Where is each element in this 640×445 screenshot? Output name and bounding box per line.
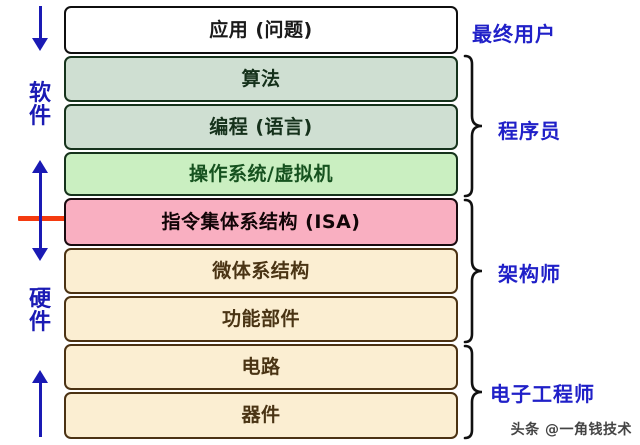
layer-programming[interactable]: 编程 (语言) — [64, 104, 458, 150]
layer-programming-label: 编程 (语言) — [209, 115, 313, 138]
layer-algorithm[interactable]: 算法 — [64, 56, 458, 102]
hardware-down-arrow-head — [32, 248, 48, 261]
hardware-down-arrow-shaft — [38, 210, 42, 250]
layer-device-label: 器件 — [241, 404, 281, 426]
hardware-label: 硬件 — [28, 287, 51, 336]
layer-circuit-label: 电路 — [241, 355, 281, 378]
hardware-up-arrow-shaft — [38, 382, 42, 437]
software-up-arrow-head — [32, 160, 48, 173]
layer-os-vm[interactable]: 操作系统/虚拟机 — [64, 152, 458, 196]
software-label: 软件 — [28, 81, 51, 130]
layer-isa[interactable]: 指令集体系结构 (ISA) — [64, 198, 458, 246]
layer-application[interactable]: 应用 (问题) — [64, 6, 458, 54]
layer-microarchitecture[interactable]: 微体系结构 — [64, 248, 458, 294]
layer-circuit[interactable]: 电路 — [64, 344, 458, 390]
hardware-up-arrow-head — [32, 370, 48, 383]
role-label-architect: 架构师 — [498, 262, 561, 286]
role-label-electronic-engineer: 电子工程师 — [490, 382, 595, 406]
layer-device[interactable]: 器件 — [64, 392, 458, 439]
layer-os-vm-label: 操作系统/虚拟机 — [189, 162, 333, 185]
layer-application-label: 应用 (问题) — [209, 18, 313, 41]
layer-algorithm-label: 算法 — [241, 67, 281, 90]
software-down-arrow-head — [32, 38, 48, 51]
role-label-end-user: 最终用户 — [472, 22, 556, 46]
software-hardware-divider — [18, 216, 70, 221]
brace-architect — [463, 198, 483, 344]
brace-electronic-engineer — [463, 344, 483, 440]
layer-functional-unit-label: 功能部件 — [221, 307, 300, 330]
watermark-text: 头条 @一角钱技术 — [510, 422, 632, 438]
software-down-arrow-shaft — [38, 6, 42, 40]
layer-microarchitecture-label: 微体系结构 — [212, 259, 310, 282]
role-label-programmer: 程序员 — [498, 119, 561, 143]
brace-programmer — [463, 54, 483, 198]
layer-functional-unit[interactable]: 功能部件 — [64, 296, 458, 342]
software-up-arrow-shaft — [38, 172, 42, 216]
layer-isa-label: 指令集体系结构 (ISA) — [161, 210, 361, 233]
